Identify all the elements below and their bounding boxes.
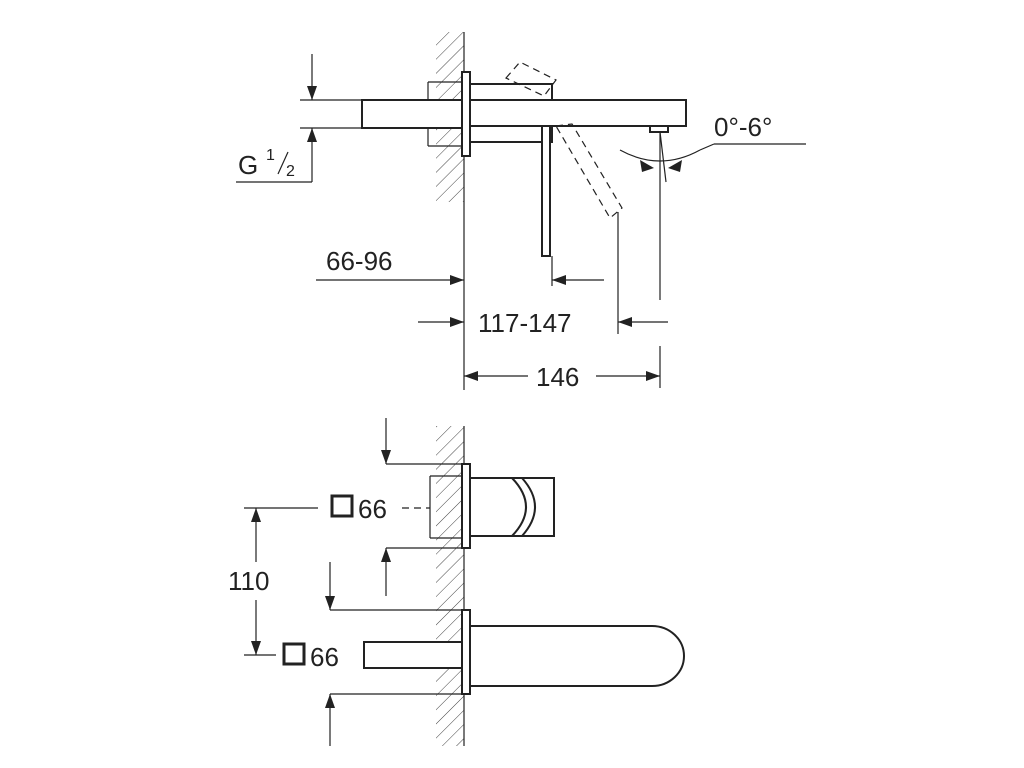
lower-dim-bottom-arrow [325, 694, 335, 708]
upper-dim-bottom-arrow [381, 548, 391, 562]
dim-146-arrow-left [464, 371, 478, 381]
thread-label: G [238, 150, 258, 180]
dim-146-arrow-right [646, 371, 660, 381]
dim-117-147-arrow-left [450, 317, 464, 327]
spout-top-view [469, 625, 685, 687]
square-symbol-upper [330, 494, 354, 518]
upper-rosette [461, 463, 471, 549]
square-symbol-lower [282, 642, 306, 666]
rosette-side [461, 71, 471, 157]
thread-fraction-num: 1 [266, 147, 275, 164]
side-view: G 1 2 0°-6° 66-96 117-147 146 [236, 32, 806, 392]
dim-110-arrow-bottom [251, 641, 261, 655]
dim-total: 146 [536, 362, 579, 392]
dim-projection: 117-147 [478, 308, 572, 338]
lever-handle-curve [509, 477, 536, 537]
thread-arrow-top [307, 86, 317, 100]
spout-side [469, 99, 687, 127]
upper-dim-top-arrow [381, 450, 391, 464]
angle-arc [619, 149, 701, 162]
angle-arrow-left [640, 160, 654, 172]
angle-leader [699, 143, 715, 151]
lever-dashed-lower [555, 123, 623, 219]
rosette-bottom-size: 66 [310, 642, 339, 672]
lower-dim-top-arrow [325, 596, 335, 610]
front-view: 66 66 110 [228, 418, 685, 746]
thread-arrow-bottom [307, 128, 317, 142]
wall-hatch-front [436, 426, 464, 746]
dim-117-147-arrow-right [618, 317, 632, 327]
lower-rosette [461, 609, 471, 695]
angle-line [659, 131, 667, 183]
thread-fraction-bar [277, 151, 289, 175]
angle-label: 0°-6° [714, 112, 772, 142]
dim-66-96-arrow [450, 275, 464, 285]
lever-side [541, 125, 551, 257]
dim-110-arrow-top [251, 508, 261, 522]
rosette-top-size: 66 [358, 494, 387, 524]
dim-center-distance: 110 [228, 566, 269, 596]
thread-pipe-front [363, 641, 463, 669]
aerator [649, 125, 669, 133]
thread-pipe [361, 99, 463, 129]
dim-wall-depth: 66-96 [326, 246, 393, 276]
angle-arrow-right [668, 160, 682, 172]
thread-fraction-den: 2 [286, 163, 295, 180]
lever-dashed-top [505, 61, 557, 97]
lever-handle-front [469, 477, 555, 537]
